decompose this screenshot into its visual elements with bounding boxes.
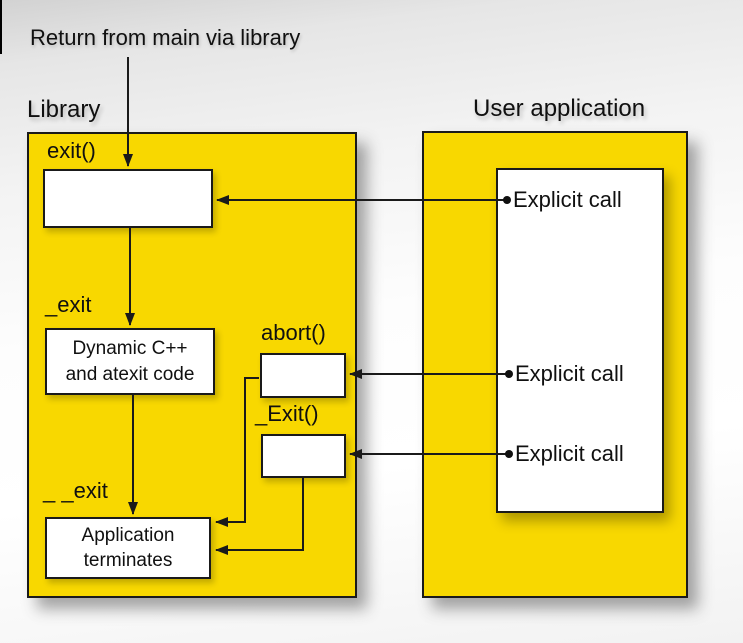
library-panel-title: Library	[27, 96, 101, 123]
user-application-panel-title: User application	[473, 95, 646, 122]
return-from-main-annotation: Return from main via library	[30, 25, 301, 50]
terminates-box-line2: terminates	[83, 550, 173, 571]
application-terminates-box: Application terminates	[45, 517, 211, 579]
explicit-call-item-2: Explicit call	[505, 361, 624, 387]
explicit-call-label: Explicit call	[513, 187, 622, 212]
explicit-call-label: Explicit call	[515, 361, 624, 386]
bullet-dot-icon	[505, 450, 513, 458]
dynamic-atexit-code-box: Dynamic C++ and atexit code	[45, 328, 215, 395]
exit-function-label: exit()	[47, 138, 96, 163]
explicit-call-item-3: Explicit call	[505, 441, 624, 467]
bullet-dot-icon	[503, 196, 511, 204]
explicit-call-label: Explicit call	[515, 441, 624, 466]
double-underscore-exit-label: _ _exit	[43, 478, 108, 503]
abort-function-label: abort()	[261, 320, 326, 345]
user-code-box	[496, 168, 664, 513]
capital-exit-function-label: _Exit()	[255, 401, 319, 426]
exit-handler-box	[43, 169, 213, 228]
bullet-dot-icon	[505, 370, 513, 378]
abort-handler-box	[260, 353, 346, 398]
dynamic-box-line2: and atexit code	[65, 363, 195, 385]
underscore-exit-label: _exit	[45, 292, 92, 317]
edge-artifact-line	[0, 0, 2, 54]
terminates-box-line1: Application	[81, 524, 175, 546]
dynamic-box-line1: Dynamic C++	[72, 338, 188, 360]
capital-exit-handler-box	[261, 434, 346, 478]
explicit-call-item-1: Explicit call	[503, 187, 622, 213]
